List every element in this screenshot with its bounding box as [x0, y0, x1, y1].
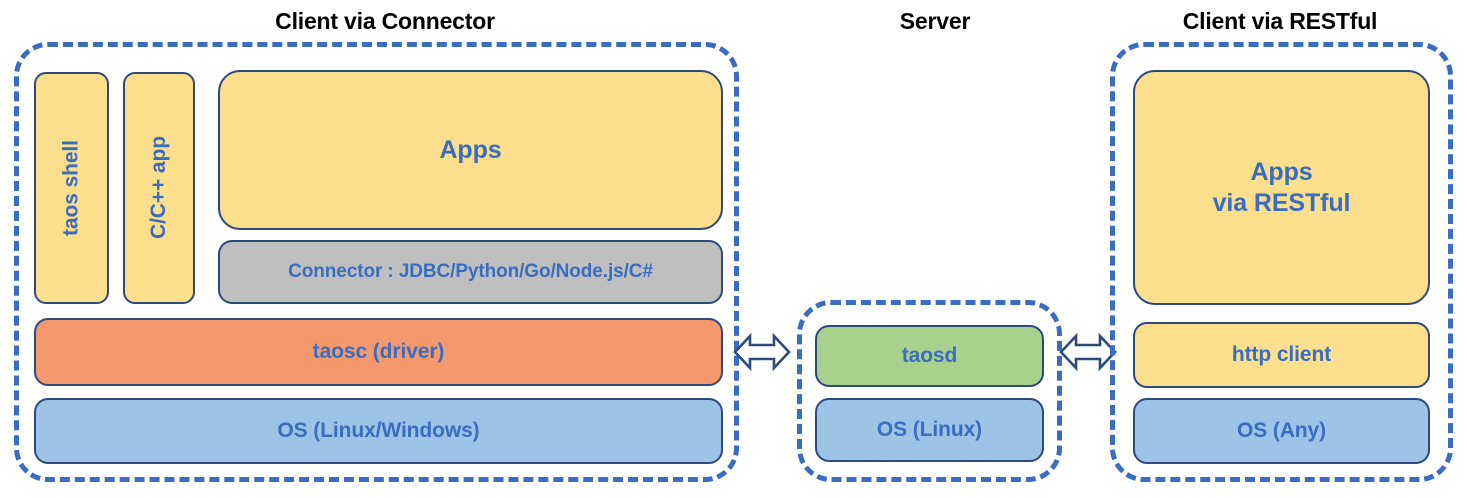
- box-os-linux-windows[interactable]: OS (Linux/Windows): [34, 398, 723, 464]
- group-server: [797, 300, 1062, 482]
- box-apps-via-restful-line2: via RESTful: [1212, 188, 1351, 217]
- caption-client-via-restful: Client via RESTful: [1182, 8, 1378, 34]
- box-apps-via-restful[interactable]: Apps via RESTful: [1133, 70, 1430, 305]
- box-apps-via-restful-line1: Apps: [1250, 158, 1313, 186]
- arrow-client-to-server: [733, 326, 791, 378]
- caption-server: Server: [899, 8, 971, 34]
- caption-client-via-connector: Client via Connector: [275, 8, 495, 34]
- box-connector-list[interactable]: Connector : JDBC/Python/Go/Node.js/C#: [218, 240, 723, 304]
- box-taosd[interactable]: taosd: [815, 325, 1044, 387]
- box-taos-shell[interactable]: taos shell: [34, 72, 109, 304]
- arrow-server-to-restful-client: [1059, 326, 1117, 378]
- box-apps-connector[interactable]: Apps: [218, 70, 723, 230]
- box-taosc-driver[interactable]: taosc (driver): [34, 318, 723, 386]
- group-client-via-connector: [14, 42, 739, 482]
- group-client-via-restful: [1110, 42, 1453, 482]
- box-http-client[interactable]: http client: [1133, 322, 1430, 388]
- box-c-cpp-app[interactable]: C/C++ app: [123, 72, 195, 304]
- box-os-any[interactable]: OS (Any): [1133, 398, 1430, 464]
- box-os-linux[interactable]: OS (Linux): [815, 398, 1044, 462]
